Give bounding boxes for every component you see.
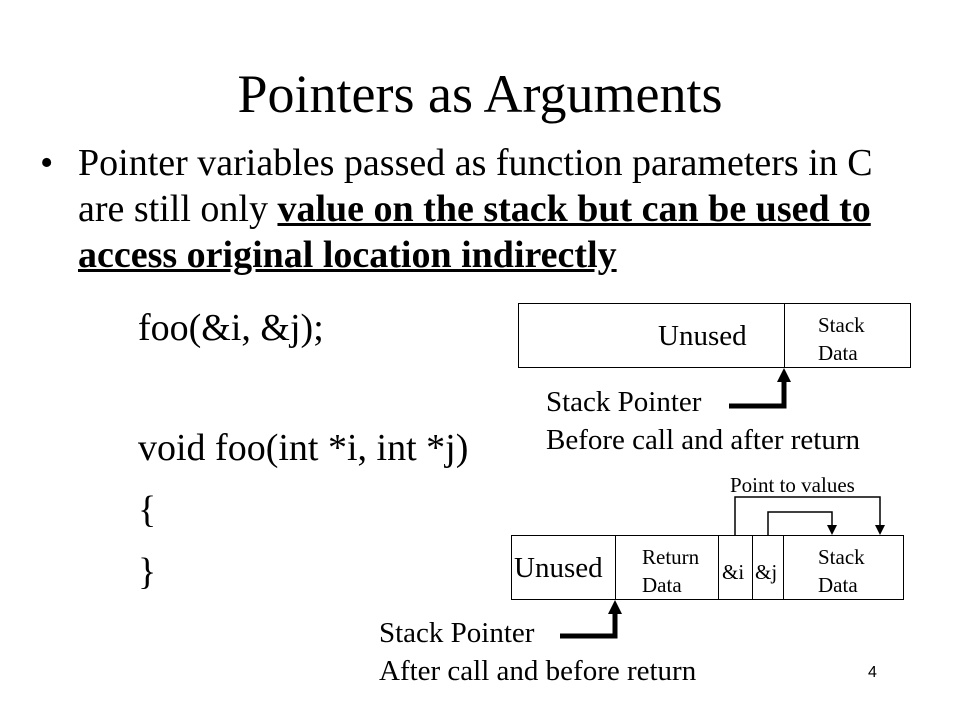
stack-divider	[783, 535, 785, 600]
slide-title: Pointers as Arguments	[237, 64, 723, 124]
code-open-brace: {	[138, 489, 157, 531]
pointer-i-arrow	[734, 496, 885, 535]
frame-pointer-label: Stack Pointer	[379, 617, 535, 649]
frame-pointer-caption: After call and before return	[379, 655, 697, 687]
bullet-emphasis-text: value on the stack but can be used to ac…	[78, 188, 871, 276]
stack-divider	[718, 535, 720, 600]
bullet-marker: •	[40, 142, 54, 184]
code-signature: void foo(int *i, int *j)	[138, 427, 469, 469]
point-to-values-label: Point to values	[730, 473, 855, 497]
return-data-label-1: Return	[642, 545, 700, 569]
stack-before-call	[518, 303, 911, 368]
stack-divider	[752, 535, 754, 600]
pointer-j-arrow	[767, 511, 837, 535]
page-number: 4	[868, 664, 877, 681]
frame-stack-data-label-2: Data	[818, 573, 858, 597]
stack-pointer-arrow-top	[729, 368, 791, 409]
stack-after-call	[511, 535, 904, 600]
stack-divider	[615, 535, 617, 600]
pointer-i-cell: &i	[722, 560, 745, 584]
frame-unused-label: Unused	[514, 552, 603, 584]
stack-pointer-label: Stack Pointer	[546, 386, 702, 418]
bullet-plain-text: Pointer variables passed as function par…	[78, 142, 873, 230]
code-close-brace: }	[138, 551, 157, 593]
stack-data-label-1: Stack	[818, 313, 865, 337]
pointer-j-cell: &j	[755, 560, 778, 584]
stack-divider	[784, 303, 786, 368]
stack-pointer-arrow-bottom	[560, 600, 622, 639]
frame-stack-data-label-1: Stack	[818, 545, 865, 569]
bullet-text: Pointer variables passed as function par…	[78, 140, 898, 278]
stack-pointer-caption: Before call and after return	[546, 424, 860, 456]
stack-unused-label: Unused	[658, 320, 747, 352]
code-call: foo(&i, &j);	[138, 307, 324, 349]
return-data-label-2: Data	[642, 573, 682, 597]
stack-data-label-2: Data	[818, 341, 858, 365]
